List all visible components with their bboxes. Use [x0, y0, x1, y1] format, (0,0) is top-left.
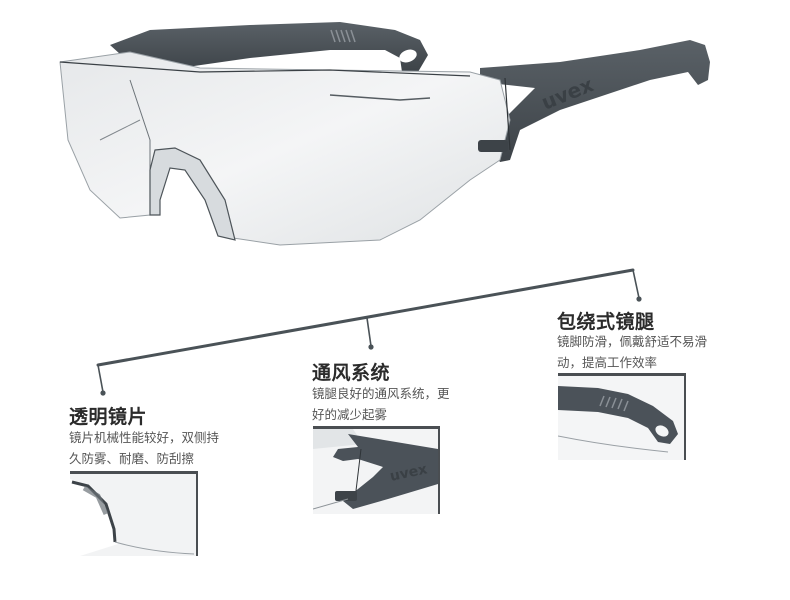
feature-description: 镜腿良好的通风系统，更 好的减少起雾 — [312, 386, 450, 422]
feature-description: 镜脚防滑，佩戴舒适不易滑 动，提高工作效率 — [557, 334, 708, 370]
svg-text:uvex: uvex — [389, 461, 429, 484]
detail-image-temple-tip — [558, 373, 686, 460]
detail-image-lens-edge — [70, 471, 198, 556]
product-image-safety-glasses: uvex — [0, 0, 790, 265]
feature-title: 透明镜片 — [69, 406, 148, 428]
detail-image-temple-hinge: uvex — [313, 426, 440, 514]
feature-title: 通风系统 — [312, 362, 391, 384]
feature-title: 包绕式镜腿 — [557, 311, 655, 333]
feature-description: 镜片机械性能较好，双侧持 久防雾、耐磨、防刮擦 — [69, 430, 220, 466]
